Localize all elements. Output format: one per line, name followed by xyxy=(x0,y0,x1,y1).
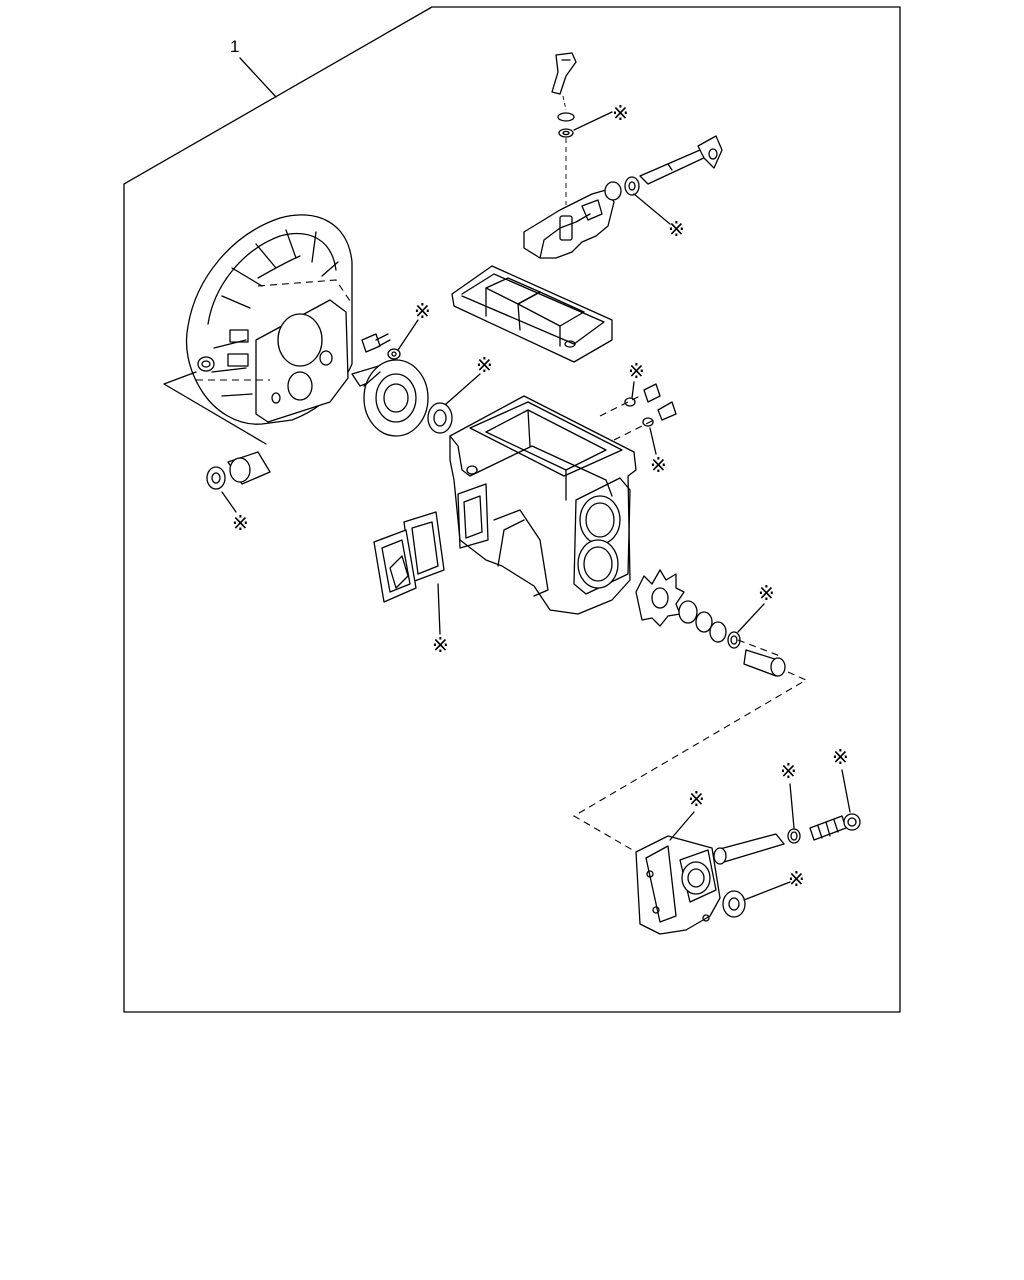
item-number-label: 1 xyxy=(230,37,239,56)
replace-mark: ※ xyxy=(432,633,449,657)
replace-mark: ※ xyxy=(832,745,849,769)
replace-mark: ※ xyxy=(650,453,667,477)
rear-cover-assembly xyxy=(635,813,861,935)
shift-lever-group xyxy=(523,52,723,259)
assembly-frame xyxy=(123,6,901,1013)
side-cover-and-gasket xyxy=(373,511,445,603)
replace-mark: ※ xyxy=(780,759,797,783)
oil-seal xyxy=(427,402,453,434)
replace-mark: ※ xyxy=(612,101,629,125)
transmission-case xyxy=(449,395,637,615)
clutch-housing xyxy=(185,214,353,425)
bushing-and-seal xyxy=(206,451,271,490)
replace-mark: ※ xyxy=(788,867,805,891)
drive-gear-and-shaft xyxy=(635,569,786,677)
replace-mark: ※ xyxy=(628,359,645,383)
case-bolts xyxy=(599,383,677,441)
replace-mark: ※ xyxy=(476,353,493,377)
replace-mark: ※ xyxy=(688,787,705,811)
top-cover xyxy=(451,265,613,363)
replace-mark: ※ xyxy=(232,511,249,535)
bearing-retainer xyxy=(351,359,429,437)
replace-mark: ※ xyxy=(758,581,775,605)
item-number-leader xyxy=(239,57,277,98)
bolt-and-washer xyxy=(361,333,401,360)
replace-mark: ※ xyxy=(668,217,685,241)
replace-mark: ※ xyxy=(414,299,431,323)
